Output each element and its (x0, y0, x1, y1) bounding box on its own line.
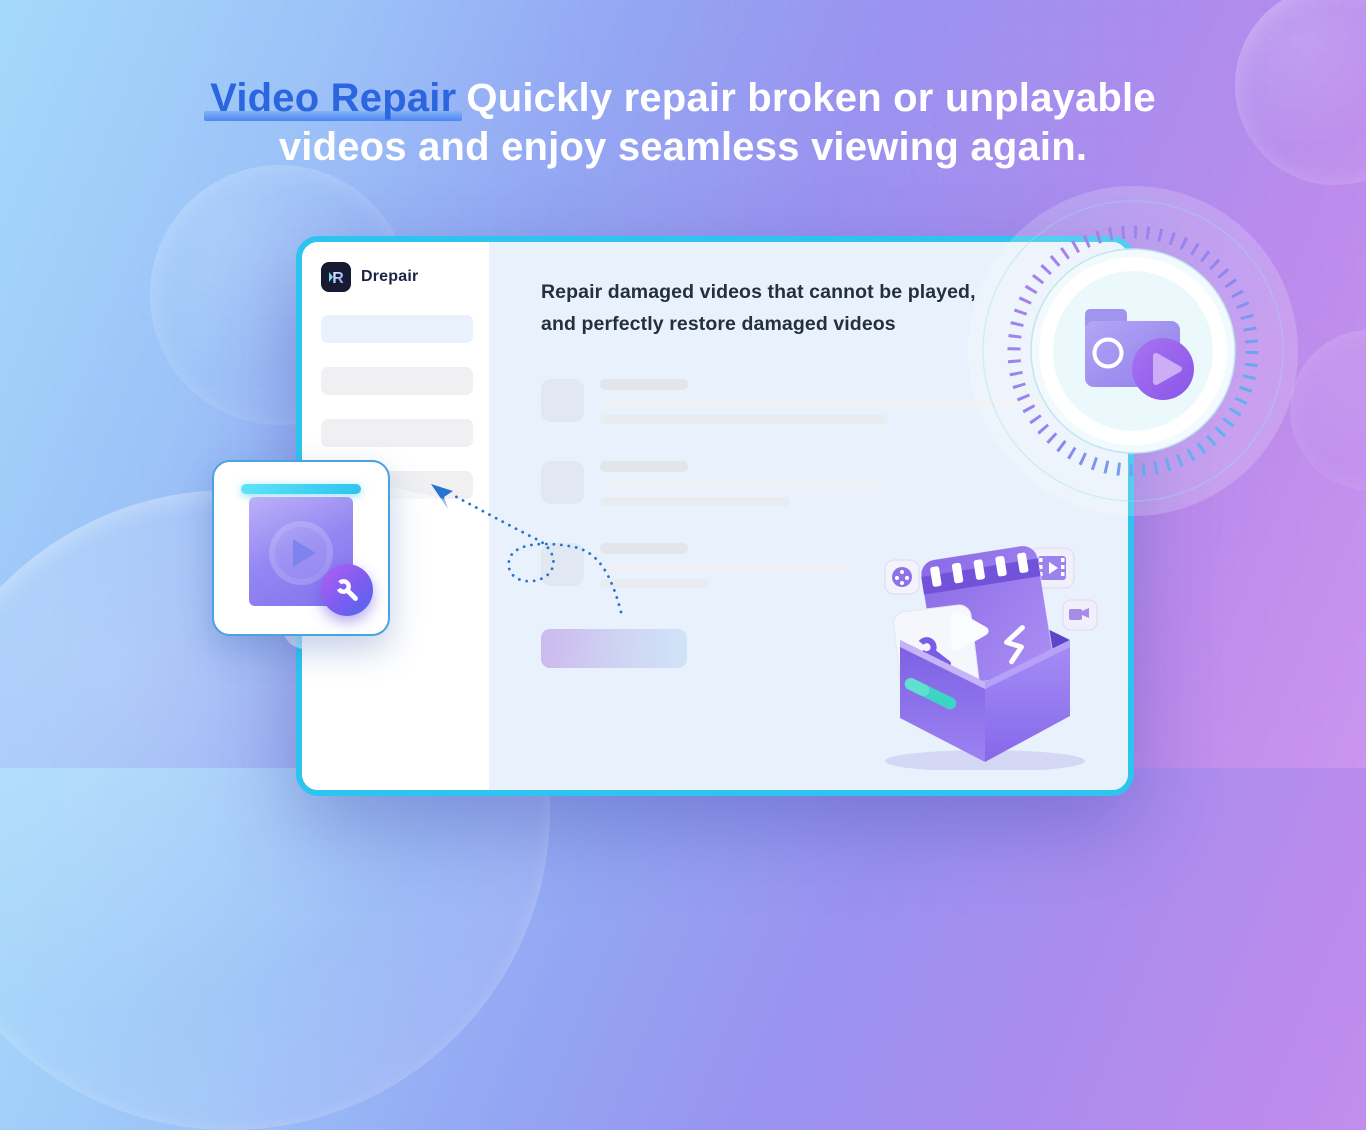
video-repair-icon (241, 484, 373, 616)
sidebar-item-placeholder-1[interactable] (321, 315, 473, 343)
title-placeholder (600, 543, 688, 554)
page-background: { "colors": { "accent-cyan": "#2fc3f0", … (0, 0, 1366, 768)
feature-card[interactable] (212, 460, 390, 636)
repair-box-illustration (884, 545, 1098, 770)
text-placeholder (600, 579, 710, 588)
headline-line2: videos and enjoy seamless viewing again. (278, 125, 1088, 169)
camcorder-icon (1062, 599, 1098, 631)
wrench-badge (321, 564, 373, 616)
play-badge (1132, 338, 1194, 400)
sidebar-item-placeholder-2[interactable] (321, 367, 473, 395)
brand: R Drepair (321, 262, 473, 292)
headline-highlight: Video Repair (210, 76, 457, 120)
text-placeholder (600, 482, 886, 489)
text-placeholder (600, 564, 855, 571)
content-heading-line2: and perfectly restore damaged videos (541, 313, 896, 335)
wrench-icon (336, 579, 358, 601)
video-thumbnail-placeholder (541, 543, 584, 586)
text-placeholder (600, 415, 888, 424)
bubble-decoration (1290, 330, 1366, 490)
play-icon (293, 539, 316, 567)
drepair-logo-icon: R (321, 262, 351, 292)
sidebar-nav (321, 315, 473, 499)
video-thumbnail-placeholder (541, 461, 584, 504)
text-placeholder (600, 400, 1090, 407)
sidebar-item-placeholder-3[interactable] (321, 419, 473, 447)
play-icon (951, 610, 989, 652)
video-thumbnail-placeholder (541, 379, 584, 422)
progress-bar (904, 678, 957, 710)
main-content: Repair damaged videos that cannot be pla… (489, 242, 1128, 790)
title-placeholder (600, 379, 688, 390)
film-reel-icon (884, 559, 920, 595)
list-item[interactable] (541, 379, 1128, 424)
headline-line1-rest: Quickly repair broken or unplayable (466, 76, 1156, 120)
content-heading-line1: Repair damaged videos that cannot be pla… (541, 281, 976, 303)
content-heading: Repair damaged videos that cannot be pla… (541, 276, 1128, 340)
title-placeholder (600, 461, 688, 472)
svg-text:R: R (332, 270, 344, 287)
icon-top-bar (241, 484, 361, 494)
action-button-placeholder[interactable] (541, 629, 687, 668)
text-placeholder (600, 497, 790, 506)
brand-name: Drepair (361, 268, 419, 285)
list-item[interactable] (541, 461, 1128, 506)
